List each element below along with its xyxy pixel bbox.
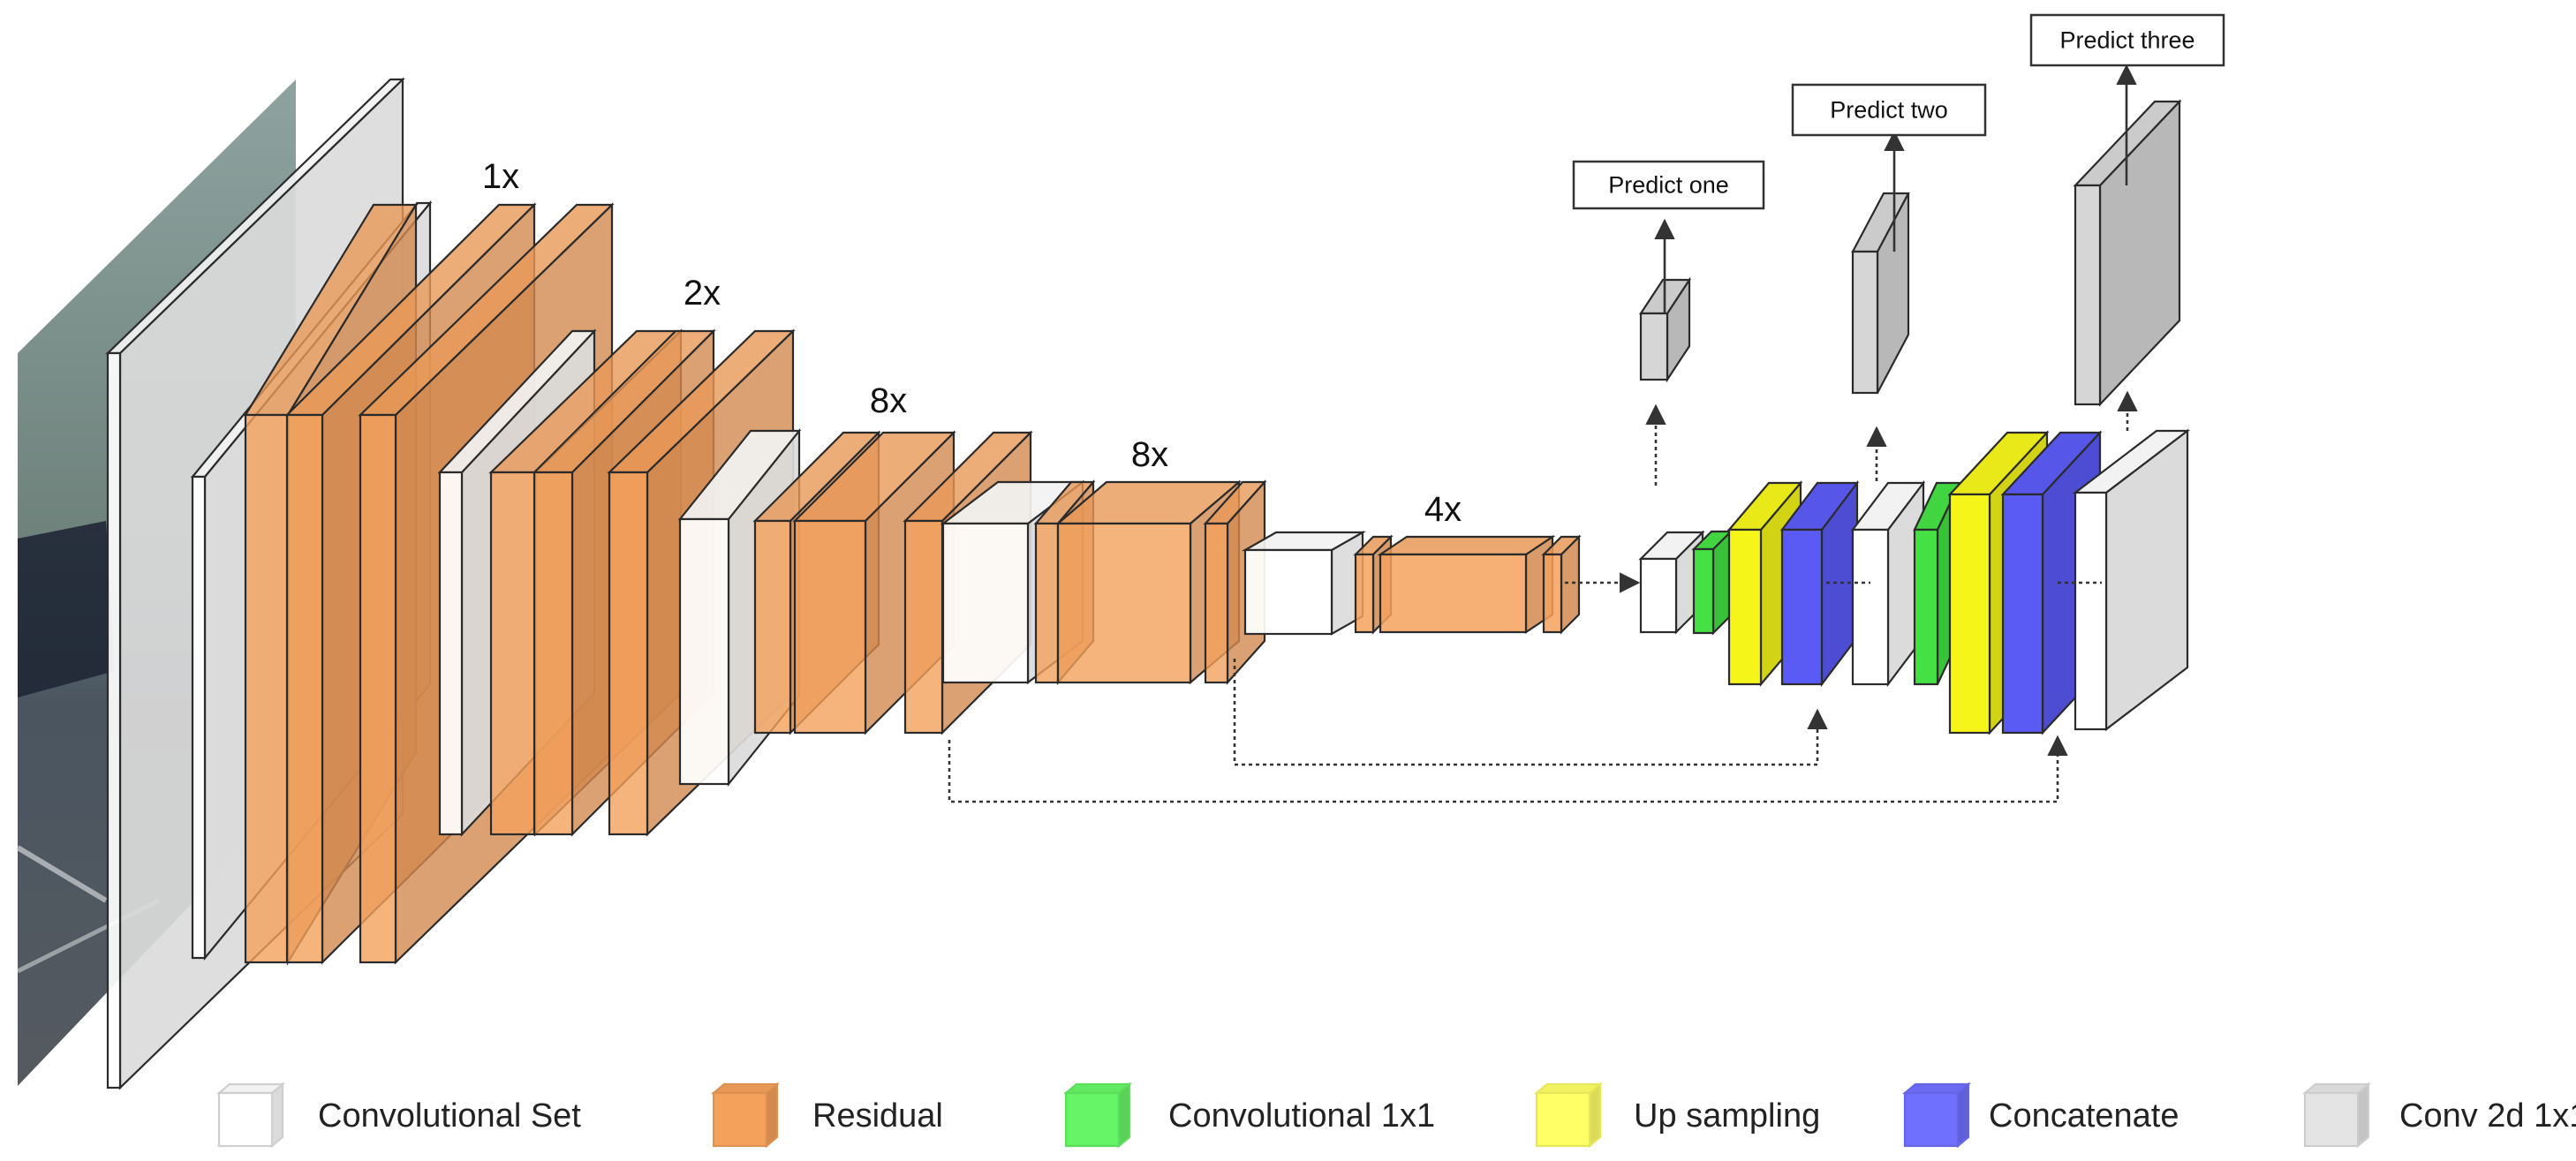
residual-block [1541, 534, 1582, 635]
conv-2d-1x1-block [1638, 276, 1692, 383]
legend-label: Residual [812, 1097, 943, 1135]
legend-item: Convolutional Set [215, 1082, 581, 1149]
conv-set-block [1241, 531, 1367, 636]
stage-count-label: 1x [482, 157, 519, 196]
skip-connection-arrow [948, 735, 2068, 803]
legend-item: Residual [710, 1082, 943, 1149]
skip-connection-arrow [1233, 659, 1828, 766]
stage-count-label: 8x [1131, 435, 1168, 474]
legend-label: Up sampling [1634, 1097, 1820, 1135]
conv-2d-1x1-block [1851, 192, 1910, 395]
residual-block [1377, 534, 1556, 635]
legend-item: Concatenate [1901, 1082, 2179, 1149]
legend-label: Conv 2d 1x1 [2399, 1097, 2576, 1135]
legend-item: Up sampling [1533, 1082, 1820, 1149]
legend-item: Conv 2d 1x1 [2301, 1082, 2576, 1149]
predict-box: Predict three [2029, 13, 2225, 67]
legend-item: Convolutional 1x1 [1062, 1082, 1435, 1149]
legend-label: Convolutional Set [318, 1097, 581, 1135]
legend-swatch [1901, 1082, 1972, 1149]
stage-count-label: 2x [684, 274, 721, 313]
predict-label: Predict one [1608, 172, 1729, 199]
conv-1x1-block [1691, 529, 1734, 636]
stage-count-label: 4x [1424, 490, 1462, 529]
predict-box: Predict one [1572, 160, 1765, 210]
legend-swatch [1533, 1082, 1604, 1149]
predict-box: Predict two [1791, 83, 1987, 137]
concatenate-block [1779, 479, 1860, 688]
legend-label: Concatenate [1989, 1097, 2179, 1135]
legend-label: Convolutional 1x1 [1168, 1097, 1435, 1135]
conv-set-block [2072, 428, 2191, 732]
predict-label: Predict three [2059, 27, 2195, 54]
stage-count-label: 8x [870, 381, 907, 420]
legend-swatch [710, 1082, 781, 1149]
predict-label: Predict two [1830, 97, 1948, 124]
legend-swatch [1062, 1082, 1133, 1149]
legend-swatch [215, 1082, 286, 1149]
legend-swatch [2301, 1082, 2372, 1149]
